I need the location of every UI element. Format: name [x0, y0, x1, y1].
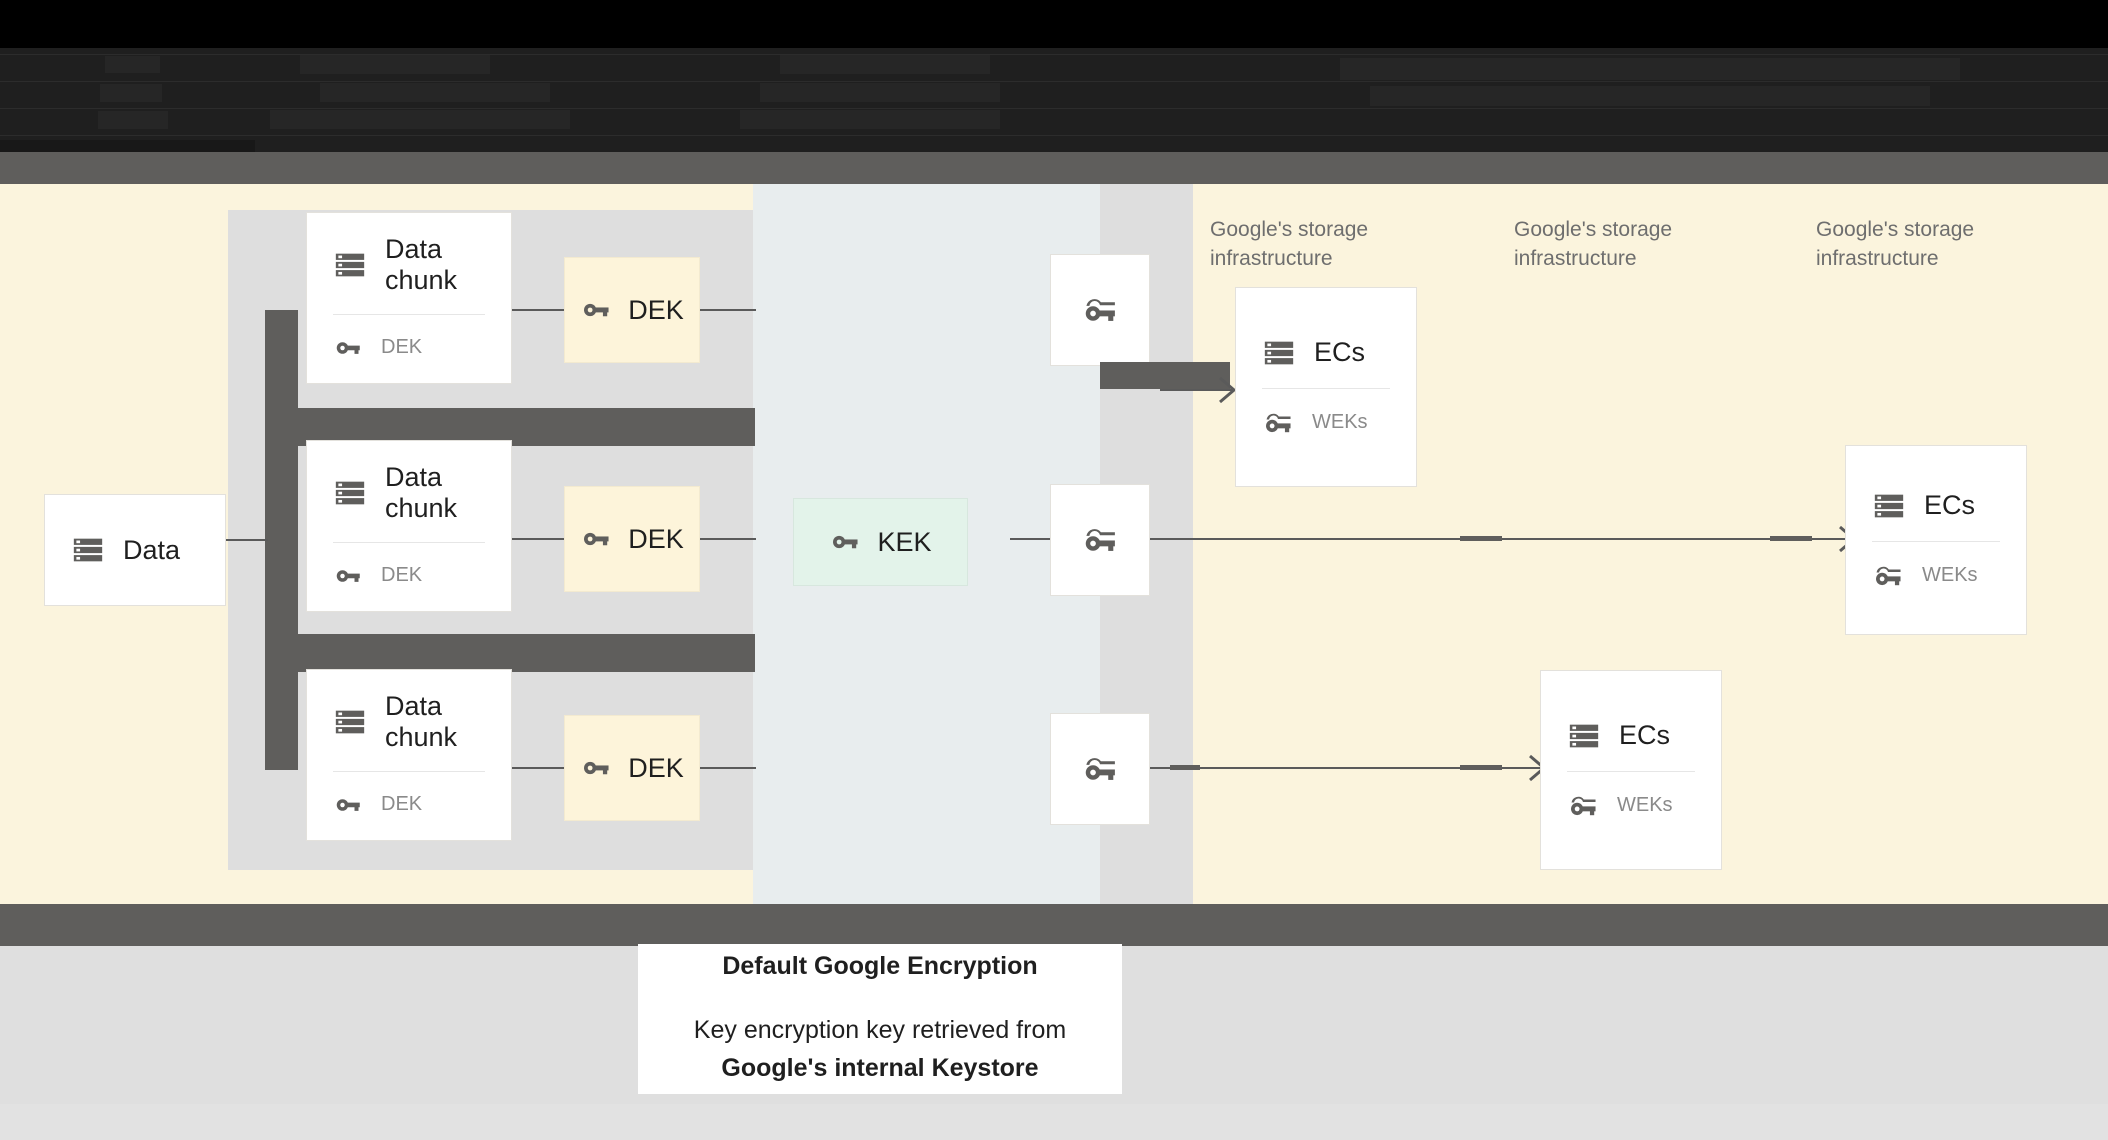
card-title: Data chunk — [385, 233, 458, 295]
card-data-chunk-3[interactable]: Data chunk DEK — [306, 669, 512, 841]
wrapped-key-icon — [1081, 750, 1119, 788]
key-icon — [580, 523, 612, 555]
key-icon — [333, 333, 363, 363]
fanout-bracket-arm-1 — [265, 408, 755, 446]
key-icon — [333, 561, 363, 591]
box-kek[interactable]: KEK — [793, 498, 968, 586]
caption-title: Default Google Encryption — [722, 951, 1038, 980]
header-grey-band — [0, 152, 2108, 184]
card-key-label: DEK — [381, 793, 423, 815]
bottom-grey-band-2 — [0, 1104, 2108, 1140]
fanout-bracket-arm-2 — [265, 634, 755, 672]
arrow-seg-row3-b — [1460, 765, 1502, 770]
box-dek-3[interactable]: DEK — [564, 715, 700, 821]
arrow-seg-row2-b — [1770, 536, 1812, 541]
key-icon — [580, 752, 612, 784]
card-data-chunk-1[interactable]: Data chunk DEK — [306, 212, 512, 384]
key-icon — [580, 294, 612, 326]
key-icon — [333, 790, 363, 820]
card-title: Data — [123, 534, 181, 565]
header-black-strip — [0, 0, 2108, 48]
card-ecs-3[interactable]: ECs WEKs — [1845, 445, 2027, 635]
card-ecs-1[interactable]: ECs WEKs — [1235, 287, 1417, 487]
storage-icon — [333, 476, 367, 510]
storage-icon — [1872, 489, 1906, 523]
card-key-label: WEKs — [1617, 794, 1673, 816]
card-key-label: WEKs — [1922, 564, 1978, 586]
fanout-bracket-spine — [265, 310, 298, 770]
connector-chunk2-dek2 — [512, 538, 564, 540]
label-storage-infrastructure-1: Google's storage infrastructure — [1210, 218, 1369, 270]
storage-icon — [71, 533, 105, 567]
wrapped-key-icon — [1872, 560, 1904, 592]
box-dek-2[interactable]: DEK — [564, 486, 700, 592]
label-storage-infrastructure-2: Google's storage infrastructure — [1514, 218, 1673, 270]
label-storage-infrastructure-3: Google's storage infrastructure — [1816, 218, 1975, 270]
caption-line-1: Key encryption key retrieved from — [693, 1015, 1067, 1044]
key-icon — [829, 526, 861, 558]
card-divider — [1872, 540, 2000, 542]
caption-panel: Default Google Encryption Key encryption… — [638, 944, 1122, 1094]
card-data-chunk-2[interactable]: Data chunk DEK — [306, 440, 512, 612]
caption-body: Key encryption key retrieved from Google… — [694, 1011, 1066, 1087]
card-divider — [1567, 770, 1695, 772]
card-title: Data chunk — [385, 690, 458, 752]
dek-label: DEK — [628, 752, 684, 783]
wrapped-key-icon — [1567, 790, 1599, 822]
bottom-dark-band — [0, 904, 2108, 946]
kek-label: KEK — [877, 526, 932, 557]
wrapped-key-icon — [1262, 407, 1294, 439]
connector-chunk1-dek1 — [512, 309, 564, 311]
card-data-source[interactable]: Data — [44, 494, 226, 606]
arrow-line-row1 — [1160, 389, 1232, 391]
connector-chunk3-dek3 — [512, 767, 564, 769]
box-wrapped-key-1[interactable] — [1050, 254, 1150, 366]
box-wrapped-key-2[interactable] — [1050, 484, 1150, 596]
box-dek-1[interactable]: DEK — [564, 257, 700, 363]
connector-dek2-wek2 — [700, 538, 756, 540]
card-divider — [1262, 387, 1390, 389]
wrapped-key-icon — [1081, 521, 1119, 559]
card-title: ECs — [1619, 720, 1671, 750]
header-obscured-text-strip — [0, 48, 2108, 152]
box-wrapped-key-3[interactable] — [1050, 713, 1150, 825]
connector-dek1-wek1 — [700, 309, 756, 311]
dek-label: DEK — [628, 294, 684, 325]
card-title: ECs — [1314, 337, 1366, 367]
storage-icon — [1567, 719, 1601, 753]
storage-icon — [1262, 336, 1296, 370]
card-divider — [333, 313, 485, 315]
card-divider — [333, 541, 485, 543]
arrow-line-row3 — [1150, 767, 1540, 769]
card-key-label: DEK — [381, 336, 423, 358]
dek-label: DEK — [628, 523, 684, 554]
card-title: Data chunk — [385, 461, 458, 523]
arrow-seg-row2-a — [1460, 536, 1502, 541]
wrapped-key-icon — [1081, 291, 1119, 329]
caption-line-2: Google's internal Keystore — [721, 1053, 1039, 1082]
storage-icon — [333, 705, 367, 739]
connector-data-to-bracket — [226, 539, 268, 541]
card-divider — [333, 770, 485, 772]
card-key-label: WEKs — [1312, 411, 1368, 433]
arrow-seg-row3-a — [1170, 765, 1200, 770]
card-ecs-2[interactable]: ECs WEKs — [1540, 670, 1722, 870]
connector-dek3-wek3 — [700, 767, 756, 769]
storage-icon — [333, 248, 367, 282]
arrow-shaft-row1 — [1100, 362, 1230, 389]
arrowhead-row1 — [1219, 376, 1237, 404]
card-title: ECs — [1924, 490, 1976, 520]
connector-kek-to-wek2 — [1010, 538, 1050, 540]
card-key-label: DEK — [381, 564, 423, 586]
